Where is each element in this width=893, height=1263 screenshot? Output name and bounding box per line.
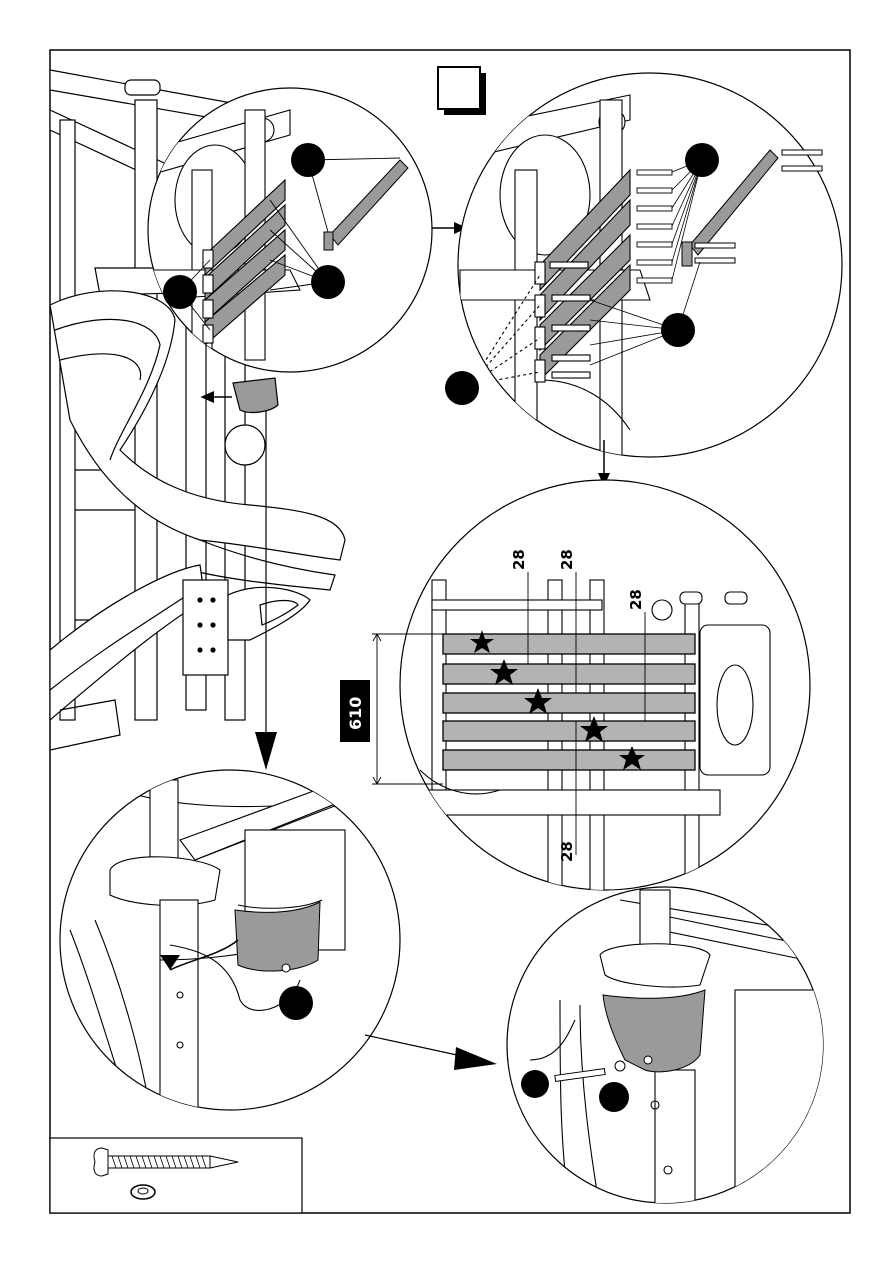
slat-4 [443,721,695,741]
dimension-label: 28 [510,549,528,570]
callout-dot-icon [279,986,313,1020]
hardware-legend [50,1138,302,1213]
detail-circle-2 [445,73,842,500]
callout-dot-icon [291,143,325,177]
dimension-label: 28 [627,589,645,610]
callout-dot-icon [685,143,719,177]
callout-dot-icon [661,313,695,347]
dimension-label: 28 [558,549,576,570]
total-height-label: 610 [346,697,365,730]
callout-dot-icon [599,1082,629,1112]
slat-rows [443,634,695,770]
slat-5 [443,750,695,770]
dimension-label: 28 [558,841,576,862]
detail-circle-5 [507,887,835,1220]
detail-circle-4 [60,770,400,1120]
callout-dot-icon [521,1070,549,1098]
washer-icon [131,1185,155,1199]
callout-dot-icon [163,275,197,309]
slat-3 [443,693,695,713]
detail-circle-3: 28 28 28 28 610 [340,480,810,900]
step-number-box [438,67,486,115]
slide-connector-part [235,902,320,971]
callout-dot-icon [311,265,345,299]
slat-2 [443,664,695,684]
callout-dot-icon [445,371,479,405]
